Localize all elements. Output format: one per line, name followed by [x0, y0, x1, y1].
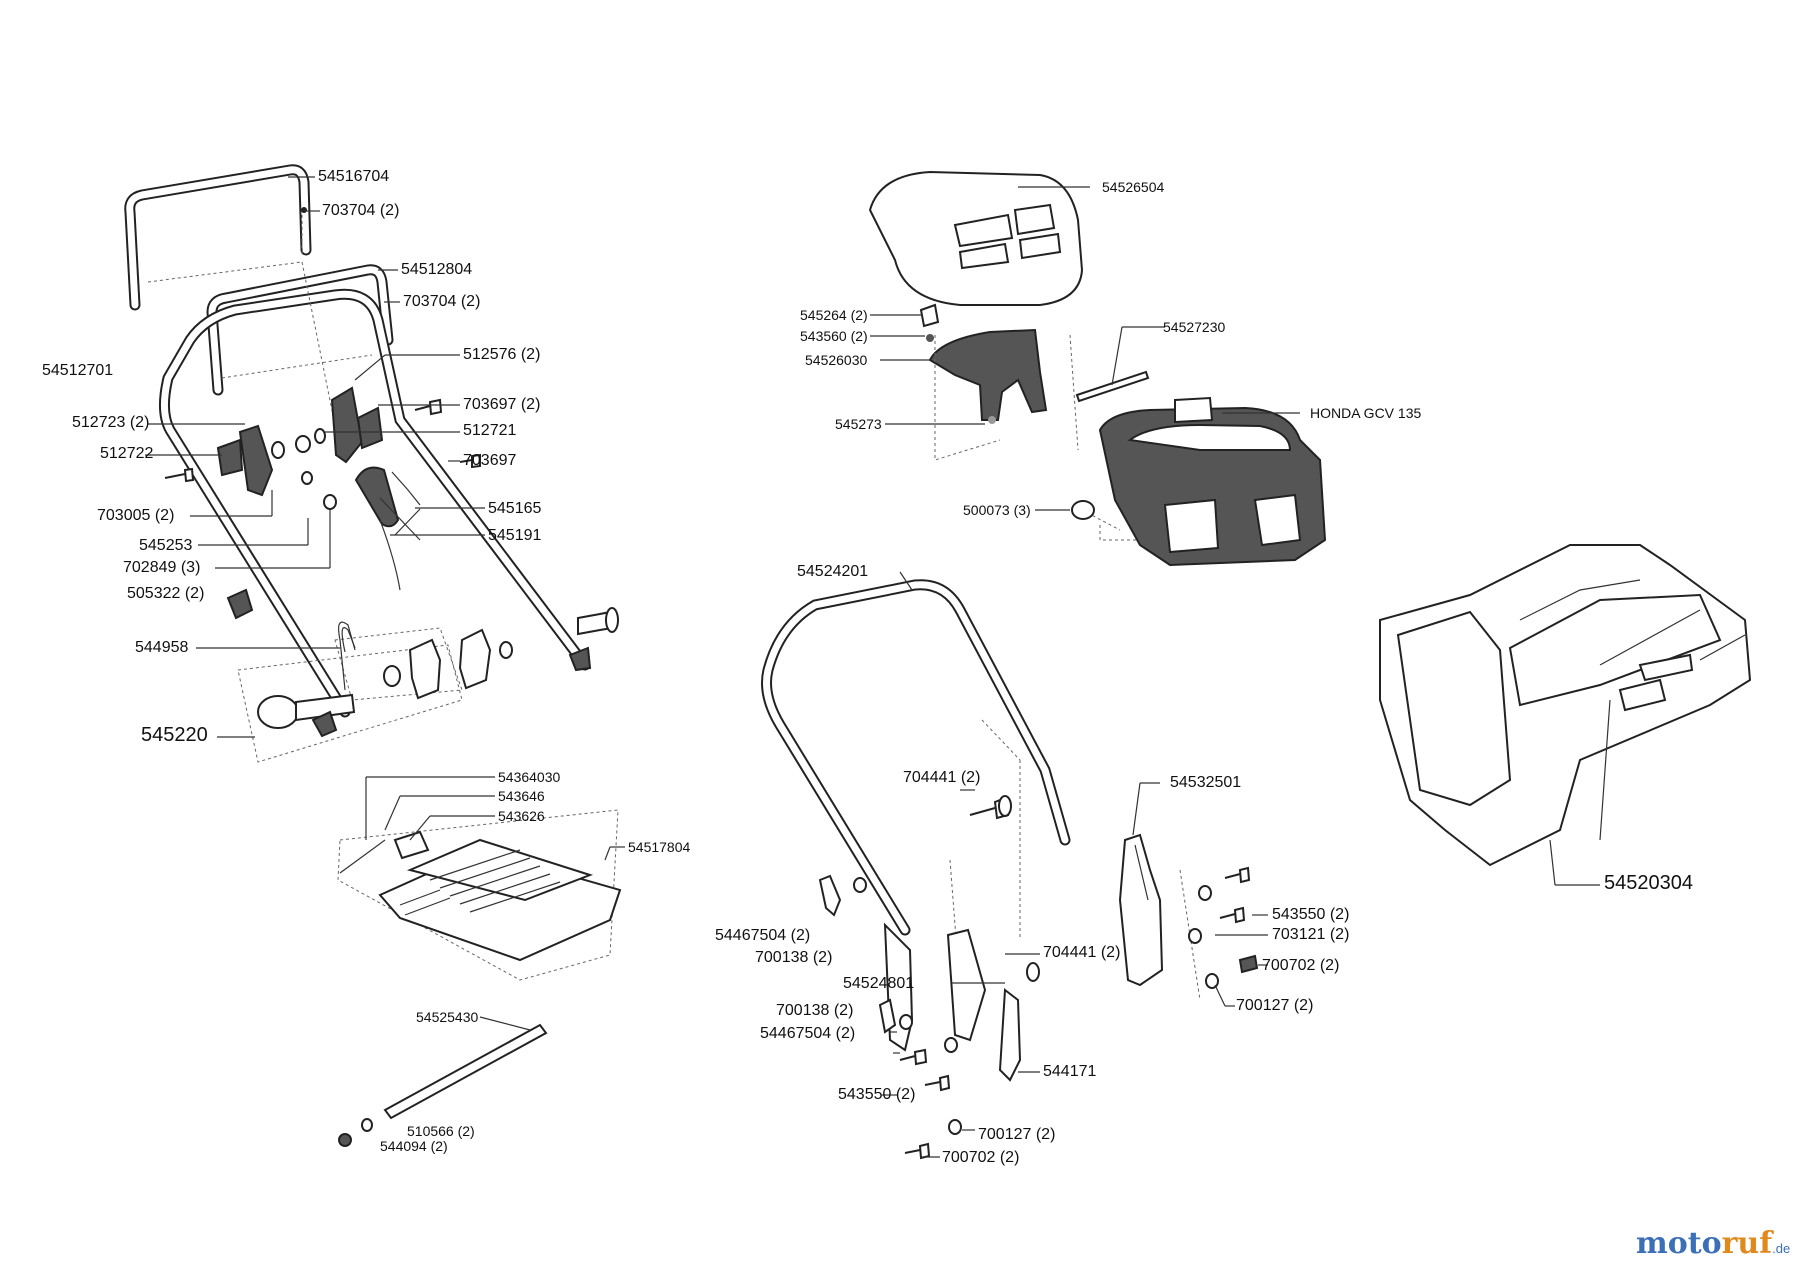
label-54525430: 54525430 — [416, 1009, 479, 1025]
label-543626: 543626 — [498, 808, 545, 824]
label-512721: 512721 — [463, 422, 517, 439]
clamp-brackets — [383, 628, 592, 700]
label-54526504: 54526504 — [1102, 179, 1165, 195]
label-700138-a: 700138 (2) — [755, 949, 833, 966]
label-54467504-a: 54467504 (2) — [715, 927, 811, 944]
cable-544958 — [338, 621, 356, 691]
label-54532501: 54532501 — [1170, 774, 1242, 791]
bolt-right-handle — [577, 607, 619, 636]
label-702849: 702849 (3) — [123, 559, 201, 576]
label-543560: 543560 (2) — [800, 328, 868, 344]
label-703697-a: 703697 (2) — [463, 396, 541, 413]
label-544958: 544958 — [135, 639, 189, 656]
lower-handle-frame — [159, 288, 591, 718]
label-545165: 545165 — [488, 500, 542, 517]
engine-bracket-54526030 — [919, 303, 1048, 424]
label-543550-b: 543550 (2) — [838, 1086, 916, 1103]
logo-tld: .de — [1772, 1241, 1791, 1256]
leader-lines — [145, 176, 1600, 1158]
logo-part-1: moto — [1636, 1226, 1722, 1261]
label-700702-a: 700702 (2) — [1262, 957, 1340, 974]
rear-axle-rod — [338, 1023, 548, 1147]
label-704441-a: 704441 (2) — [903, 769, 981, 786]
rear-flap-assembly — [339, 830, 622, 962]
label-700702-b: 700702 (2) — [942, 1149, 1020, 1166]
label-54512701: 54512701 — [42, 362, 114, 379]
label-54520304: 54520304 — [1604, 872, 1693, 894]
label-500073: 500073 (3) — [963, 502, 1031, 518]
label-54524201: 54524201 — [797, 563, 869, 580]
label-543646: 543646 — [498, 788, 545, 804]
label-545253: 545253 — [139, 537, 193, 554]
label-505322: 505322 (2) — [127, 585, 205, 602]
logo-part-2: ruf — [1721, 1226, 1773, 1261]
label-703697-b: 703697 — [463, 452, 517, 469]
label-703704-a: 703704 (2) — [322, 202, 400, 219]
middle-handle-bar — [206, 264, 394, 396]
label-545191: 545191 — [488, 527, 542, 544]
wing-knob — [226, 588, 254, 620]
label-54526030: 54526030 — [805, 352, 868, 368]
honda-engine — [1071, 396, 1327, 567]
label-544094: 544094 (2) — [380, 1138, 448, 1154]
lower-handle-54524201 — [761, 579, 1071, 936]
label-512576: 512576 (2) — [463, 346, 541, 363]
label-545220: 545220 — [141, 724, 208, 746]
engine-cover-54526504 — [868, 170, 1084, 306]
label-54512804: 54512804 — [401, 261, 473, 278]
label-703121: 703121 (2) — [1272, 926, 1350, 943]
hardware-right — [818, 795, 1040, 1160]
rod-54527230 — [1075, 370, 1150, 403]
clamp-knobs — [216, 386, 384, 510]
label-544171: 544171 — [1043, 1063, 1097, 1080]
label-54516704: 54516704 — [318, 168, 390, 185]
label-54527230: 54527230 — [1163, 319, 1226, 335]
label-704441-b: 704441 (2) — [1043, 944, 1121, 961]
assembly-guides-left — [147, 215, 619, 981]
label-703704-b: 703704 (2) — [403, 293, 481, 310]
label-510566: 510566 (2) — [407, 1123, 475, 1139]
label-54467504-b: 54467504 (2) — [760, 1025, 856, 1042]
bracket-54532501 — [1118, 833, 1259, 989]
label-545264: 545264 (2) — [800, 307, 868, 323]
label-543550-a: 543550 (2) — [1272, 906, 1350, 923]
label-545273: 545273 — [835, 416, 882, 432]
label-700138-b: 700138 (2) — [776, 1002, 854, 1019]
label-703005: 703005 (2) — [97, 507, 175, 524]
throttle-lever — [354, 466, 421, 591]
label-54524801: 54524801 — [843, 975, 915, 992]
label-700127-b: 700127 (2) — [978, 1126, 1056, 1143]
bolt-545220 — [257, 693, 356, 738]
label-512722: 512722 — [100, 445, 154, 462]
label-honda-gcv-135: HONDA GCV 135 — [1310, 405, 1422, 421]
label-700127-a: 700127 (2) — [1236, 997, 1314, 1014]
label-512723: 512723 (2) — [72, 414, 150, 431]
label-54517804: 54517804 — [628, 839, 691, 855]
grass-catcher-54520304 — [1379, 544, 1752, 867]
bolts-left — [164, 209, 481, 483]
motoruf-logo[interactable]: motoruf.de — [1636, 1226, 1790, 1261]
label-54364030: 54364030 — [498, 769, 561, 785]
